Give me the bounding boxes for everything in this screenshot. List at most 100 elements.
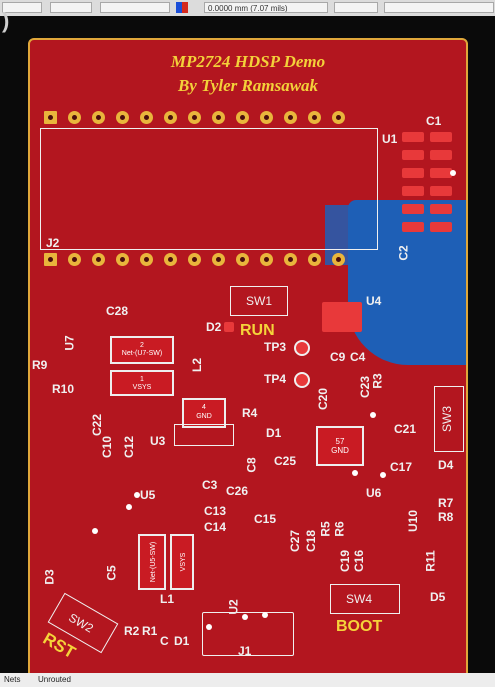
u1-smd-pad — [430, 222, 452, 232]
u1-smd-pad — [402, 168, 424, 178]
r8-label: R8 — [438, 510, 454, 524]
c21-label: C21 — [394, 422, 417, 436]
u1-smd-pad — [430, 186, 452, 196]
c27-label: C27 — [288, 529, 303, 553]
via — [262, 612, 268, 618]
u1-pin — [284, 111, 297, 124]
l2-label: L2 — [190, 357, 205, 373]
u1-pin — [236, 111, 249, 124]
d3-label: D3 — [42, 569, 57, 585]
u1-smd-pad — [402, 222, 424, 232]
r2-label: R2 — [124, 624, 140, 638]
c16-label: C16 — [352, 549, 367, 573]
l2-pad-2: 2 Net-(U7-SW) — [110, 336, 174, 364]
sw3-outline — [434, 386, 464, 452]
via — [126, 504, 132, 510]
via — [370, 412, 376, 418]
j2-pin — [116, 253, 129, 266]
d4-label: D4 — [438, 458, 454, 472]
u3-gnd-tab: 4 GND — [182, 398, 226, 428]
via — [242, 614, 248, 620]
c28-label: C28 — [106, 304, 129, 318]
u3-label: U3 — [150, 434, 166, 448]
u1-smd-pad — [430, 150, 452, 160]
grid-size-field[interactable]: 0.0000 mm (7.07 mils) — [204, 2, 328, 13]
u1-smd-pad — [402, 204, 424, 214]
u1-pin — [188, 111, 201, 124]
j2-pin — [212, 253, 225, 266]
u1-pin-1 — [44, 111, 57, 124]
u1-pin — [68, 111, 81, 124]
u6-mcu: 57 GND — [316, 426, 364, 466]
u1-label: U1 — [382, 132, 398, 146]
u4-label: U4 — [366, 294, 382, 308]
u1-pin — [212, 111, 225, 124]
u1-smd-pad — [430, 132, 452, 142]
j2-pin — [140, 253, 153, 266]
u1-smd-pad — [402, 150, 424, 160]
tp3-testpoint — [294, 340, 310, 356]
j1-usb-outline — [202, 612, 294, 656]
boot-label: BOOT — [336, 618, 383, 635]
l1-label: L1 — [160, 592, 175, 606]
r9-label: R9 — [32, 358, 48, 372]
via — [450, 170, 456, 176]
c-label: C — [160, 634, 169, 648]
u1-smd-pad — [430, 204, 452, 214]
pcb-canvas[interactable]: ) MP2724 HDSP — [0, 8, 495, 683]
toolbar-dropdown-4[interactable] — [334, 2, 378, 13]
d5-label: D5 — [430, 590, 446, 604]
r7-label: R7 — [438, 496, 454, 510]
sw1-label: SW1 — [246, 294, 273, 308]
panel-bracket: ) — [2, 8, 10, 33]
r6-label: R6 — [332, 521, 347, 537]
via — [134, 492, 140, 498]
u1-pin — [260, 111, 273, 124]
via — [380, 472, 386, 478]
sw1-outline — [230, 286, 288, 316]
d1b-label: D1 — [174, 634, 190, 648]
c18-label: C18 — [304, 529, 319, 553]
c15-label: C15 — [254, 512, 277, 526]
r1-label: R1 — [142, 624, 158, 638]
u10-label: U10 — [406, 509, 421, 533]
r5-label: R5 — [318, 521, 333, 537]
sw4-label: SW4 — [346, 592, 373, 606]
l1-pad-2: VSYS — [170, 534, 194, 590]
r10-label: R10 — [52, 382, 75, 396]
toolbar-dropdown-3[interactable] — [100, 2, 170, 13]
toolbar-dropdown-5[interactable] — [384, 2, 494, 13]
nets-label: Nets — [4, 675, 21, 684]
top-toolbar: 0.0000 mm (7.07 mils) — [0, 0, 495, 17]
board-author: By Tyler Ramsawak — [177, 76, 319, 95]
j2-label: J2 — [46, 236, 60, 250]
toolbar-dropdown-2[interactable] — [50, 2, 92, 13]
c2-label: C2 — [396, 245, 411, 261]
u6-label: U6 — [366, 486, 382, 500]
run-label: RUN — [240, 322, 275, 339]
j2-pin — [164, 253, 177, 266]
c8-label: C8 — [244, 457, 259, 473]
u4-body — [322, 302, 362, 332]
u1-pin — [140, 111, 153, 124]
u1-header-outline — [40, 128, 378, 250]
tp4-testpoint — [294, 372, 310, 388]
u3-outline — [174, 424, 234, 446]
toolbar-dropdown-1[interactable] — [2, 2, 42, 13]
j2-pin — [236, 253, 249, 266]
u1-smd-pad — [402, 132, 424, 142]
pcb-board: MP2724 HDSP Demo By Tyler Ramsawak U1 C1… — [28, 38, 468, 683]
l2-pad-1: 1 VSYS — [110, 370, 174, 396]
u1-pin — [116, 111, 129, 124]
j2-pin — [332, 253, 345, 266]
u5-label: U5 — [140, 488, 156, 502]
d2-label: D2 — [206, 320, 222, 334]
j2-pin — [308, 253, 321, 266]
j2-pin — [188, 253, 201, 266]
c5-label: C5 — [104, 565, 119, 581]
tp4-label: TP4 — [264, 372, 287, 386]
layer-color-swatch[interactable] — [176, 2, 188, 13]
c13-label: C13 — [204, 504, 227, 518]
sw4-outline — [330, 584, 400, 614]
j2-pin — [68, 253, 81, 266]
